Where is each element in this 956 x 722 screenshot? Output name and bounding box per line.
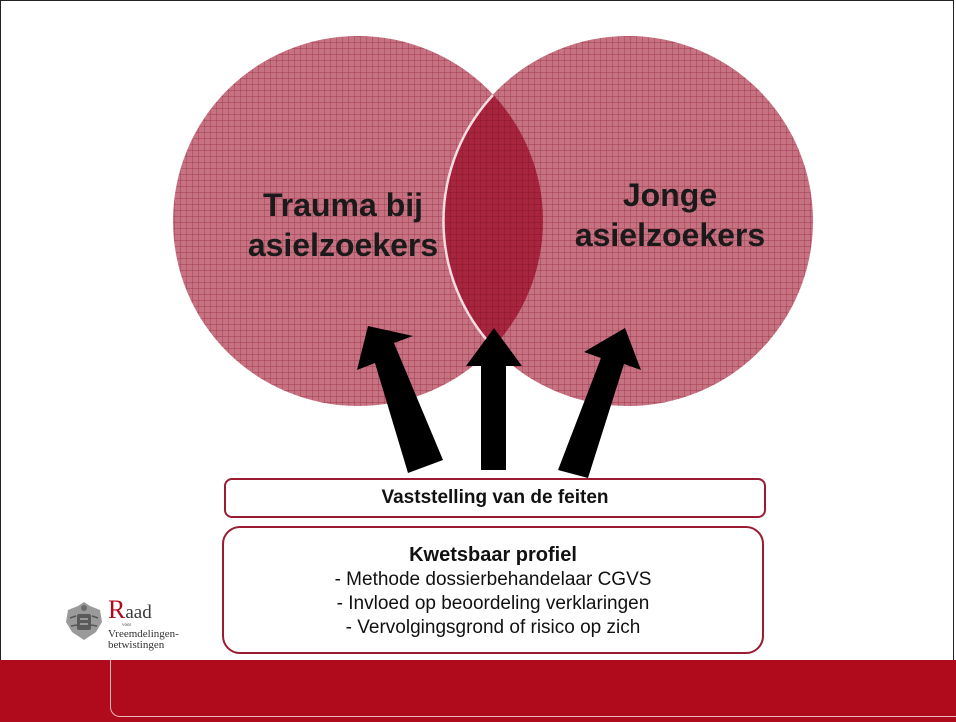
logo: Raad voor Vreemdelingen- betwistingen (62, 595, 212, 660)
facts-box: Vaststelling van de feiten (224, 478, 766, 518)
circle-left (173, 36, 543, 406)
profile-item: - Invloed op beoordeling verklaringen (336, 593, 650, 614)
profile-title: Kwetsbaar profiel (409, 544, 577, 566)
profile-item: - Vervolgingsgrond of risico op zich (345, 617, 641, 638)
arrow-left (357, 326, 443, 473)
profile-box: Kwetsbaar profiel - Methode dossierbehan… (222, 526, 764, 654)
circle-right (443, 36, 813, 406)
coat-of-arms-icon (66, 602, 102, 640)
venn-right-label: Jonge asielzoekers (574, 177, 766, 253)
overlap-outline (442, 94, 494, 348)
logo-text: Raad voor Vreemdelingen- betwistingen (108, 595, 179, 651)
profile-item: - Methode dossierbehandelaar CGVS (334, 569, 652, 590)
footer-bar (0, 660, 956, 722)
venn-left-label: Trauma bij asielzoekers (247, 187, 439, 263)
arrow-middle (466, 328, 522, 470)
facts-box-label: Vaststelling van de feiten (381, 487, 609, 508)
arrow-right (558, 328, 641, 478)
footer-decor-line (110, 660, 956, 717)
